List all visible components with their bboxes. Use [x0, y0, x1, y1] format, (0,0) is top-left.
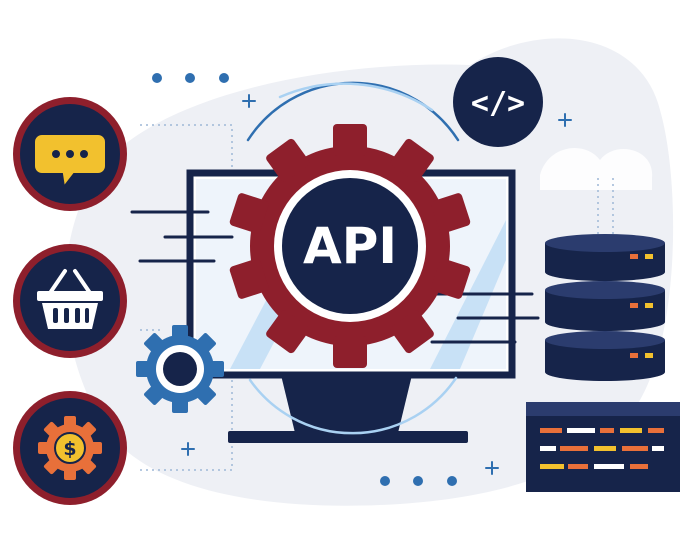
server-disk-top [545, 234, 665, 281]
chat-bubble-icon [33, 133, 107, 190]
data-lines-left [130, 210, 234, 263]
decorative-dots-top [152, 73, 229, 83]
chat-badge [13, 97, 127, 211]
server-disk-bottom [545, 331, 665, 381]
shopping-basket-icon [37, 269, 103, 329]
code-badge: </> [453, 57, 543, 147]
code-panel-icon [526, 402, 680, 492]
code-icon: </> [471, 86, 525, 121]
server-disk-middle [545, 281, 665, 331]
finance-badge: $ [13, 391, 127, 505]
basket-badge [13, 244, 127, 358]
monitor-base [228, 431, 468, 443]
api-gear-icon: API [229, 124, 471, 368]
database-server-icon [545, 234, 665, 381]
settings-gear-icon [136, 325, 224, 413]
api-label: API [303, 217, 397, 275]
monitor-stand [281, 375, 412, 437]
dollar-gear-icon: $ [38, 416, 102, 480]
dollar-symbol: $ [63, 438, 76, 460]
decorative-dots-bottom [380, 476, 457, 486]
orbit-arcs [246, 81, 460, 435]
decorative-plus-signs [181, 94, 572, 475]
